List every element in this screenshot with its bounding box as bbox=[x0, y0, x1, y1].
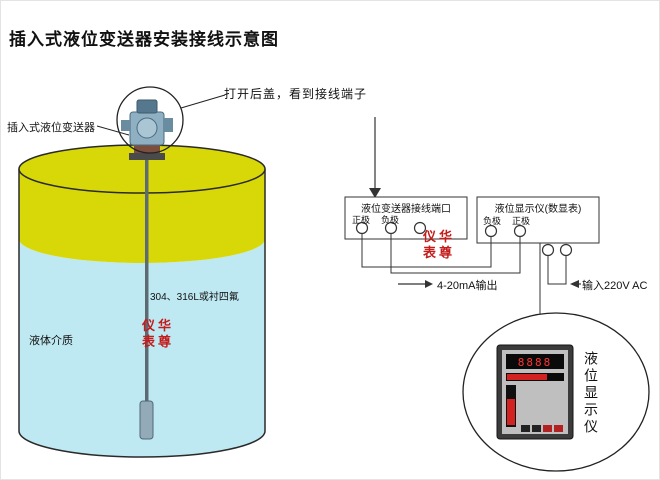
terminal-negative-label: 负极 bbox=[381, 215, 400, 225]
transmitter-face bbox=[136, 117, 158, 139]
display-positive-label: 正极 bbox=[512, 216, 531, 226]
power-terminal-1 bbox=[541, 243, 555, 257]
output-signal-label: 4-20mA输出 bbox=[437, 280, 498, 292]
watermark-tank: 仪华 表尊 bbox=[142, 318, 174, 350]
meter-secondary-bar bbox=[507, 374, 547, 380]
rod-material-label: 304、316L或衬四氟 bbox=[150, 292, 239, 303]
transmitter-label: 插入式液位变送器 bbox=[7, 122, 95, 134]
transmitter-side-port bbox=[164, 118, 173, 132]
meter-terminal-pos bbox=[513, 224, 527, 238]
liquid-medium-label: 液体介质 bbox=[29, 335, 73, 347]
watermark-line1: 仪华 bbox=[423, 229, 456, 244]
meter-button-1 bbox=[521, 425, 530, 432]
display-negative-label: 负极 bbox=[483, 216, 502, 226]
probe-rod bbox=[145, 159, 149, 403]
power-input-label: 输入220V AC bbox=[582, 280, 648, 292]
magnifier-circle bbox=[116, 86, 184, 154]
watermark-line2: 表尊 bbox=[142, 334, 175, 349]
watermark-line1: 仪华 bbox=[142, 318, 175, 333]
output-arrow-head bbox=[425, 280, 433, 288]
power-terminal-2 bbox=[559, 243, 573, 257]
transmitter-cap bbox=[136, 99, 158, 114]
label-leader-line bbox=[96, 125, 130, 136]
meter-button-2 bbox=[532, 425, 541, 432]
detail-vertical-label: 液位显示仪 bbox=[583, 351, 599, 436]
watermark-wiring: 仪华 表尊 bbox=[423, 229, 455, 261]
meter-illustration bbox=[496, 344, 574, 440]
power-wire bbox=[547, 256, 567, 285]
watermark-line2: 表尊 bbox=[423, 245, 456, 260]
tank-upper-band bbox=[19, 169, 265, 263]
meter-bargraph-fill bbox=[507, 399, 515, 425]
meter-display-window bbox=[506, 354, 564, 369]
terminal-circle-spare bbox=[413, 221, 427, 235]
meter-button-3 bbox=[543, 425, 552, 432]
transmitter-flange bbox=[129, 153, 165, 160]
meter-led-digits: 8888 bbox=[517, 356, 553, 369]
tank bbox=[18, 144, 266, 458]
signal-wire-1 bbox=[361, 234, 492, 268]
terminal-box-title: 液位变送器接线端口 bbox=[361, 204, 451, 215]
terminal-circle-pos bbox=[355, 221, 369, 235]
signal-wire-2 bbox=[390, 234, 521, 274]
tank-liquid bbox=[19, 239, 265, 457]
power-arrow-head bbox=[570, 280, 579, 288]
tank-outline bbox=[18, 169, 266, 458]
terminal-circle-neg bbox=[384, 221, 398, 235]
diagram-title: 插入式液位变送器安装接线示意图 bbox=[9, 30, 279, 49]
terminal-positive-label: 正极 bbox=[352, 215, 371, 225]
callout-open-cover: 打开后盖，看到接线端子 bbox=[224, 87, 368, 101]
down-arrow-head bbox=[369, 188, 381, 198]
display-box-title: 液位显示仪(数显表) bbox=[494, 204, 582, 215]
transmitter-left-port bbox=[121, 120, 130, 131]
probe-weight bbox=[139, 400, 154, 440]
callout-leader-line bbox=[180, 94, 226, 109]
meter-button-4 bbox=[554, 425, 563, 432]
transmitter-nut bbox=[134, 144, 160, 153]
display-meter-box bbox=[476, 196, 600, 244]
transmitter-head bbox=[121, 99, 173, 160]
meter-terminal-neg bbox=[484, 224, 498, 238]
